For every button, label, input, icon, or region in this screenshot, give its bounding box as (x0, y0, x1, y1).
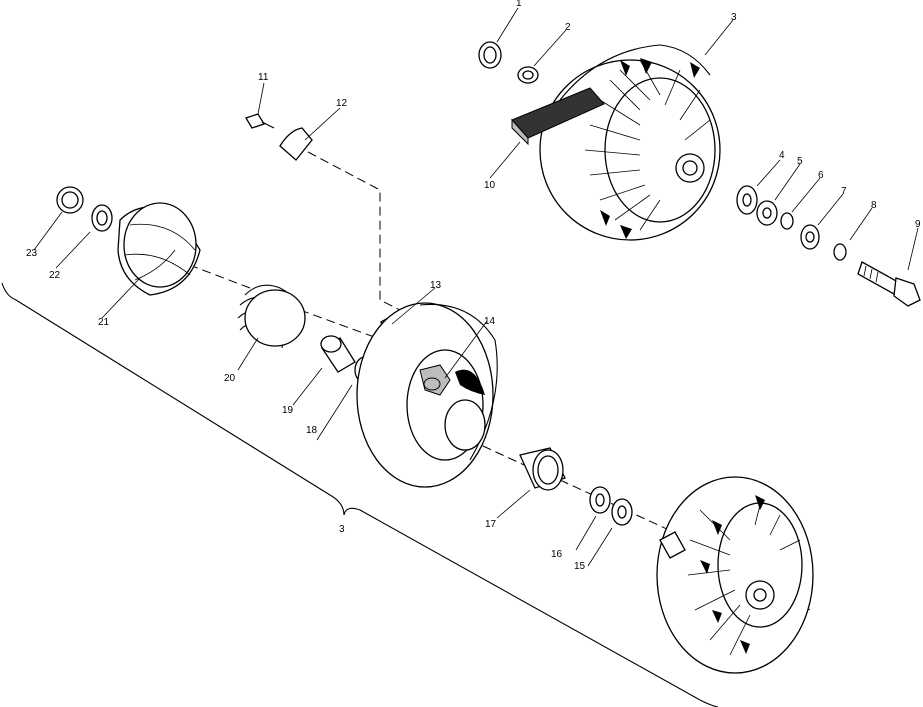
callout-14: 14 (484, 316, 496, 327)
callout-20: 20 (224, 373, 236, 384)
nut-part-8 (833, 243, 847, 261)
callout-21: 21 (98, 317, 110, 328)
washer-part-5 (756, 200, 778, 226)
callout-8: 8 (871, 200, 877, 211)
rivet-path-line (307, 151, 421, 321)
washer-part-6 (780, 212, 794, 230)
callout-11: 11 (258, 72, 269, 83)
callout-22: 22 (49, 270, 61, 281)
bolt-part-9 (857, 261, 921, 307)
ramp-part-14 (423, 377, 441, 391)
callout-9: 9 (915, 219, 921, 230)
center-line (149, 249, 811, 611)
rivet-part-12 (279, 127, 313, 161)
callout-1: 1 (516, 0, 522, 9)
callout-15: 15 (574, 561, 586, 572)
callout-5: 5 (797, 156, 803, 167)
bushing-part-19 (320, 335, 356, 373)
washer-part-15 (611, 498, 633, 526)
assembly-bracket (1, 282, 719, 707)
bushing-part-1 (478, 41, 502, 69)
callout-23: 23 (26, 248, 38, 259)
washer-part-2 (517, 66, 539, 84)
callout-6: 6 (818, 170, 824, 181)
callout-12: 12 (336, 98, 348, 109)
callout-13: 13 (430, 280, 442, 291)
leader-lines (33, 7, 919, 567)
callout-10: 10 (484, 180, 496, 191)
cam-part-21 (117, 202, 201, 296)
callout-18: 18 (306, 425, 318, 436)
callout-17: 17 (485, 519, 497, 530)
bearing-part-17 (519, 447, 566, 491)
callout-4: 4 (779, 150, 785, 161)
stationary-sheave-part-3 (539, 44, 721, 241)
callout-2: 2 (565, 22, 571, 33)
callout-7: 7 (841, 186, 847, 197)
callout-16: 16 (551, 549, 563, 560)
snap-ring-part-23 (56, 186, 84, 214)
fixed-sheave (656, 476, 814, 674)
callout-19: 19 (282, 405, 294, 416)
washer-part-4 (736, 185, 758, 215)
washer-part-16 (589, 486, 611, 514)
movable-sheave (356, 302, 498, 488)
screw-part-11 (245, 113, 275, 129)
callout-3-assembly: 3 (339, 524, 345, 535)
callout-3: 3 (731, 12, 737, 23)
spring-part-20 (237, 284, 306, 349)
washer-part-22 (91, 204, 113, 232)
washer-part-7 (800, 224, 820, 250)
